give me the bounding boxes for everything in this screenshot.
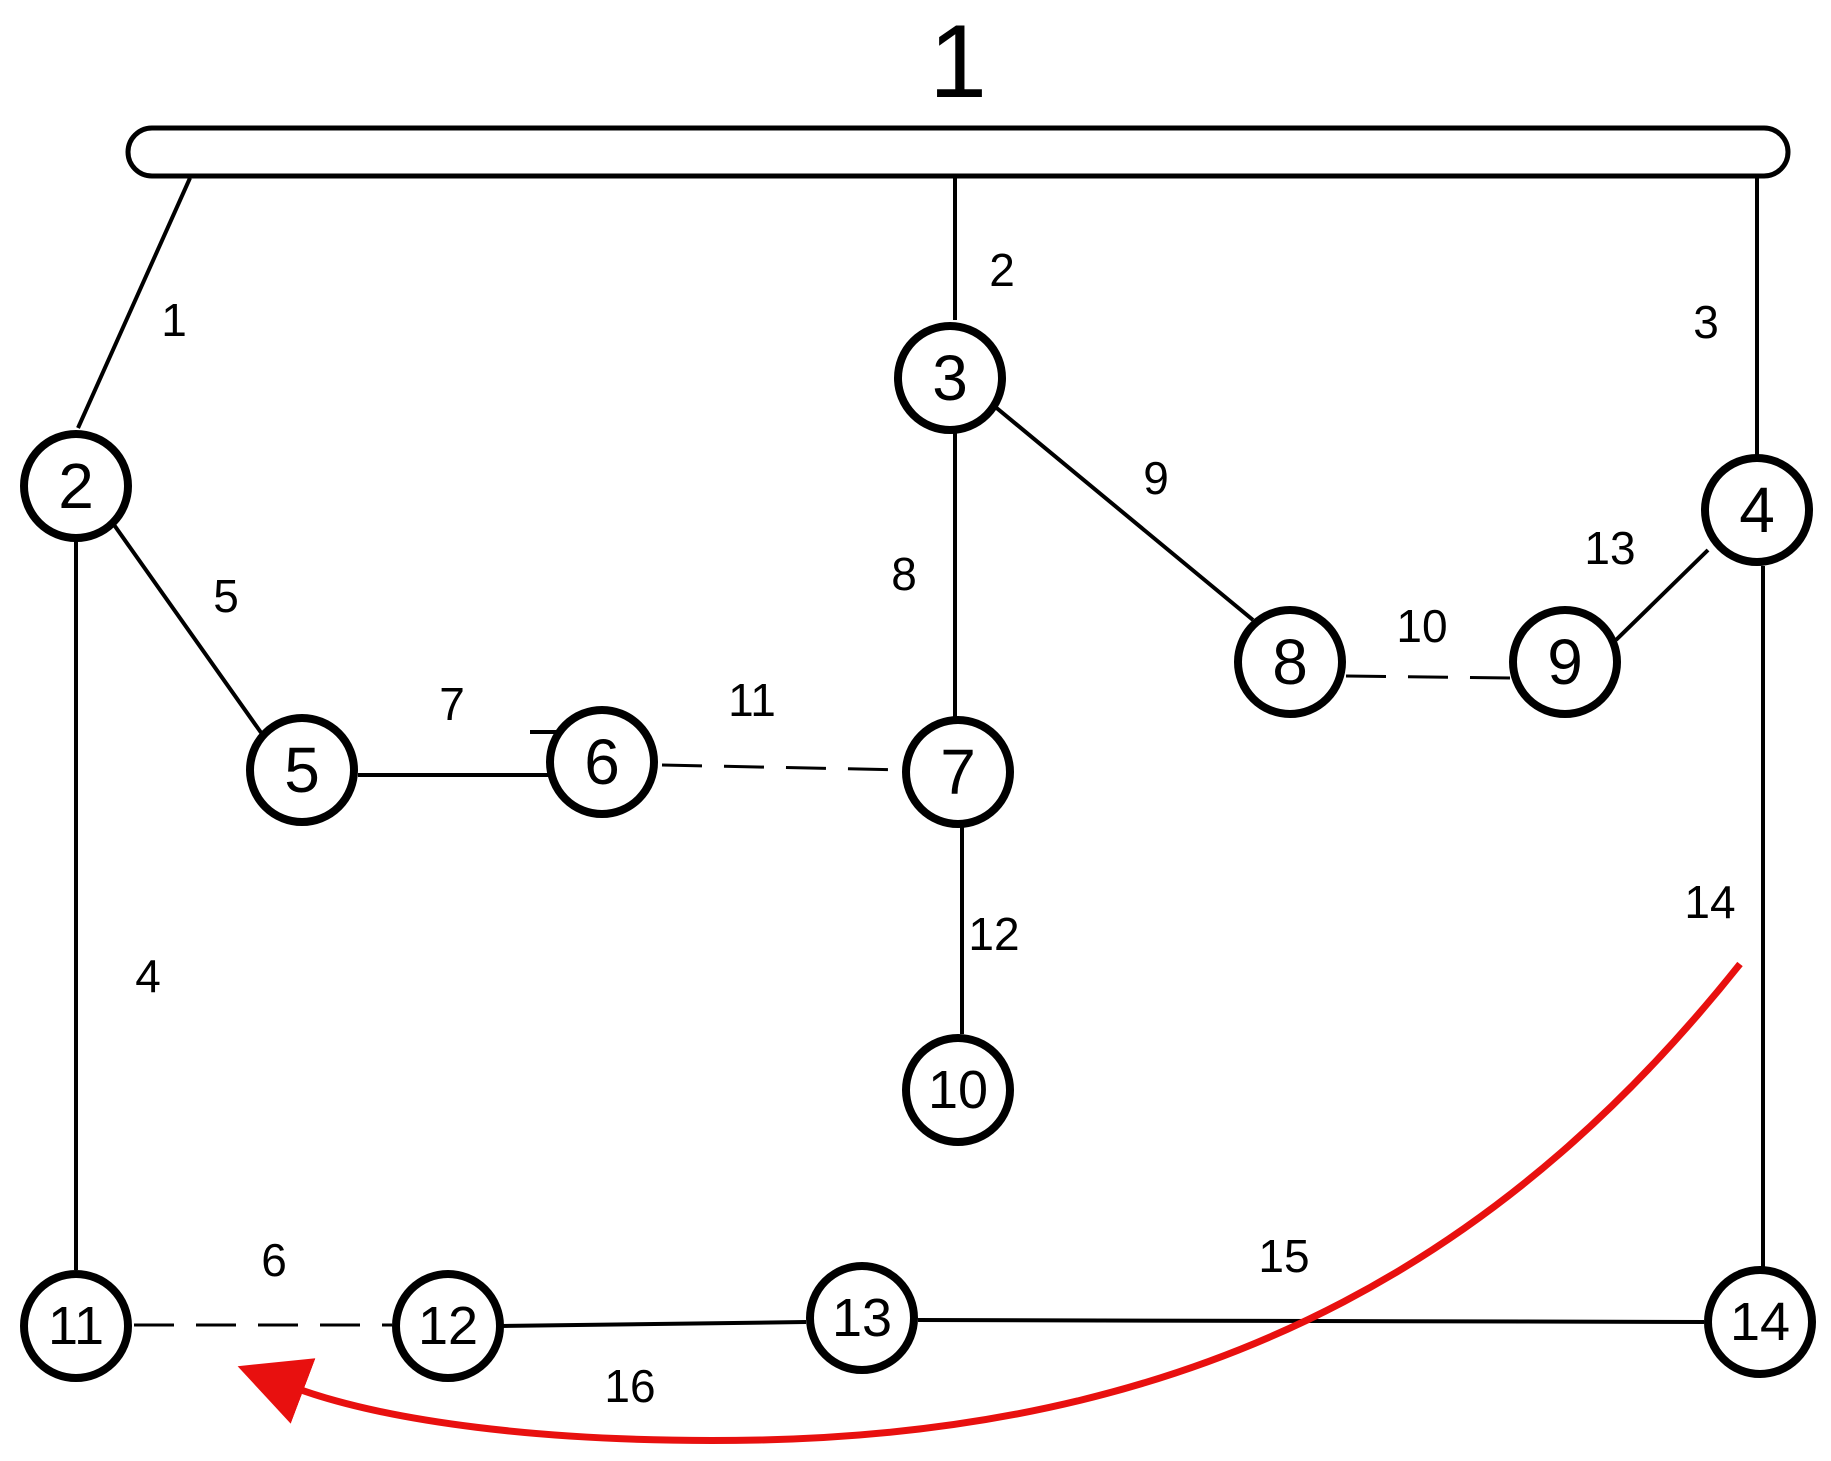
node-2: 2 — [20, 430, 132, 542]
edge-label-13: 13 — [1584, 522, 1635, 574]
node-5: 5 — [246, 714, 358, 826]
node-label-5: 5 — [284, 734, 320, 806]
edge-label-16: 16 — [604, 1360, 655, 1412]
edge-9 — [991, 403, 1255, 622]
node-label-7: 7 — [940, 736, 976, 808]
node-4: 4 — [1701, 454, 1813, 566]
node-label-2: 2 — [58, 450, 94, 522]
node-label-3: 3 — [932, 342, 968, 414]
edge-label-11: 11 — [728, 674, 776, 726]
edge-5 — [110, 520, 264, 736]
node-label-14: 14 — [1730, 1292, 1790, 1352]
edge-label-10: 10 — [1396, 600, 1447, 652]
node-3: 3 — [894, 322, 1006, 434]
edge-label-3: 3 — [1693, 296, 1719, 348]
edge-label-2: 2 — [989, 244, 1015, 296]
edge-label-6: 6 — [261, 1234, 287, 1286]
edge-label-4: 4 — [135, 950, 161, 1002]
node-11: 11 — [20, 1270, 132, 1382]
node-9: 9 — [1509, 606, 1621, 718]
node-8: 8 — [1234, 606, 1346, 718]
bus-bar — [125, 125, 1791, 179]
edge-label-12: 12 — [968, 908, 1019, 960]
node-label-11: 11 — [48, 1296, 104, 1356]
node-14: 14 — [1704, 1266, 1816, 1378]
edge-label-8: 8 — [891, 548, 917, 600]
node-7: 7 — [902, 716, 1014, 828]
edge-label-9: 9 — [1143, 452, 1169, 504]
edge-label-7: 7 — [439, 678, 465, 730]
edge-10 — [1345, 674, 1513, 680]
node-12: 12 — [392, 1270, 504, 1382]
edge-label-15: 15 — [1258, 1230, 1309, 1282]
edge-label-1: 1 — [161, 294, 187, 346]
edge-13 — [1614, 548, 1710, 642]
node-label-13: 13 — [832, 1288, 892, 1348]
edge-label-5: 5 — [213, 570, 239, 622]
node-6: 6 — [546, 706, 658, 818]
edge-11 — [661, 763, 907, 772]
node-10: 10 — [902, 1034, 1014, 1146]
edge-16 — [501, 1320, 807, 1328]
reconfiguration-arrow — [237, 961, 1743, 1444]
node-label-8: 8 — [1272, 626, 1308, 698]
node-label-6: 6 — [584, 726, 620, 798]
node-13: 13 — [806, 1262, 918, 1374]
edge-1 — [76, 177, 192, 429]
node-label-4: 4 — [1739, 474, 1775, 546]
node-label-12: 12 — [418, 1296, 478, 1356]
edge-label-14: 14 — [1684, 876, 1735, 928]
node-label-9: 9 — [1547, 626, 1583, 698]
node-label-10: 10 — [928, 1060, 988, 1120]
bus-label: 1 — [929, 4, 987, 120]
